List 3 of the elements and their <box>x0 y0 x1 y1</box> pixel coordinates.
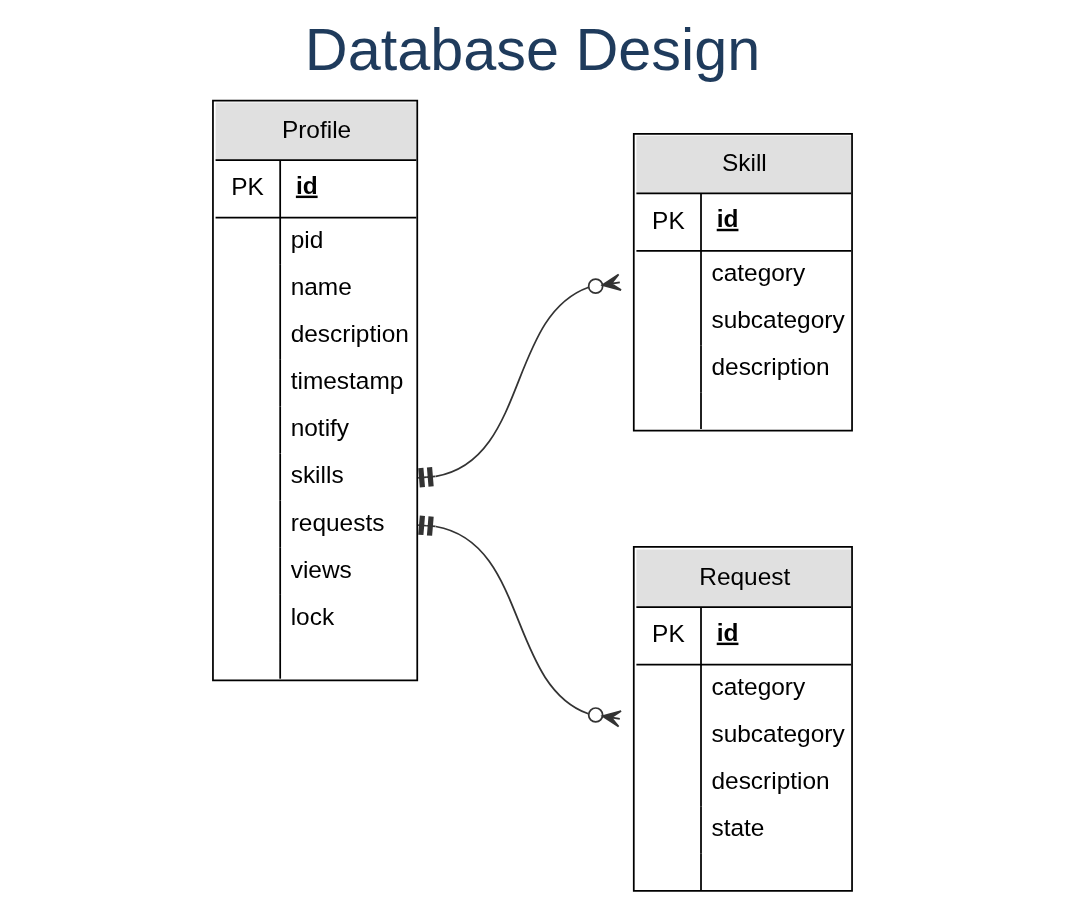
connector <box>417 515 622 728</box>
diagram-title: Database Design <box>304 15 761 83</box>
connector <box>417 273 622 488</box>
